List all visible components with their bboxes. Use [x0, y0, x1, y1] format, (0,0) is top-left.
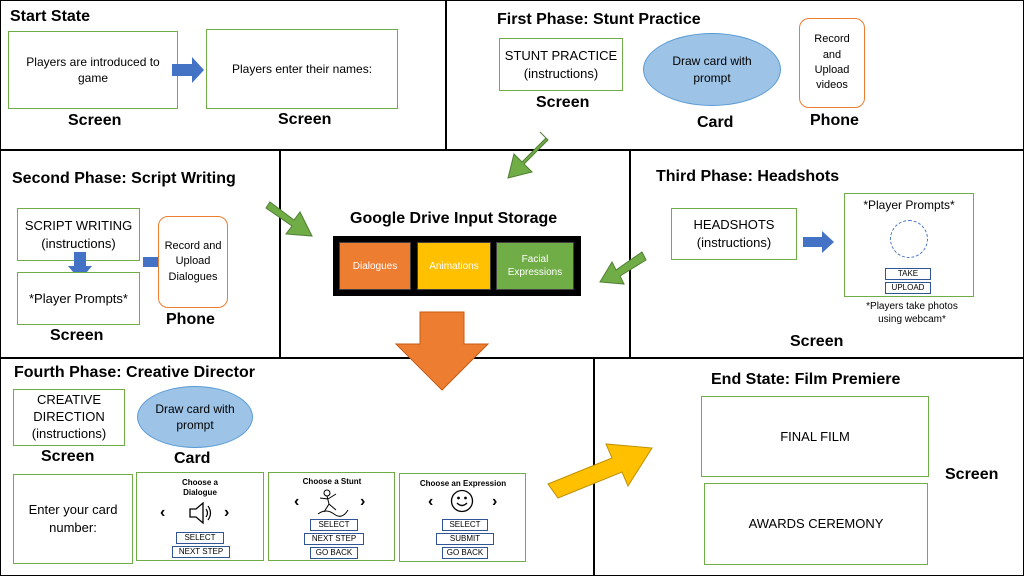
speaker-icon: [189, 501, 212, 525]
screen-label: Screen: [41, 448, 95, 465]
stunt-figure-icon: [317, 489, 349, 517]
headshots-instructions: HEADSHOTS (instructions): [671, 208, 797, 260]
go-back-button[interactable]: GO BACK: [310, 547, 358, 559]
orange-arrow-down-icon: [394, 311, 490, 391]
blue-arrow-icon: [803, 231, 834, 253]
choose-expression-panel: [399, 473, 526, 562]
choose-stunt-panel: [268, 472, 395, 561]
chevron-right-icon[interactable]: ›: [360, 493, 366, 510]
camera-frame-icon: [890, 220, 928, 258]
smiley-icon: [450, 489, 474, 513]
select-button[interactable]: SELECT: [310, 519, 358, 531]
next-step-button[interactable]: NEXT STEP: [172, 546, 230, 558]
phone-label: Phone: [166, 311, 215, 328]
choose-expression-title: Choose an Expression: [419, 479, 507, 488]
choose-dialogue-panel: [136, 472, 264, 561]
second-phase-title: Second Phase: Script Writing: [12, 170, 236, 187]
screen-label: Screen: [278, 111, 332, 128]
blue-arrow-icon: [172, 57, 204, 83]
first-phase-title: First Phase: Stunt Practice: [497, 11, 701, 28]
go-back-button[interactable]: GO BACK: [442, 547, 488, 559]
take-button[interactable]: TAKE: [885, 268, 931, 280]
end-state-title: End State: Film Premiere: [711, 371, 901, 388]
creative-direction-instructions: CREATIVE DIRECTION (instructions): [13, 389, 125, 446]
chevron-left-icon[interactable]: ‹: [294, 493, 300, 510]
player-prompts-box: *Player Prompts*: [17, 272, 140, 325]
webcam-note: *Players take photos using webcam*: [866, 301, 958, 325]
stunt-card: Draw card with prompt: [643, 33, 781, 106]
player-prompts-text: *Player Prompts*: [863, 198, 955, 212]
green-arrow-icon: [507, 131, 549, 179]
stunt-practice-instructions: STUNT PRACTICE (instructions): [499, 38, 623, 91]
green-arrow-icon: [265, 201, 313, 237]
facial-expressions-segment: Facial Expressions: [496, 242, 574, 290]
fourth-phase-title: Fourth Phase: Creative Director: [14, 364, 255, 381]
animations-segment: Animations: [417, 242, 491, 290]
choose-stunt-title: Choose a Stunt: [302, 477, 362, 486]
green-arrow-icon: [599, 251, 647, 285]
enter-names-box: Players enter their names:: [206, 29, 398, 109]
creative-card: Draw card with prompt: [137, 386, 253, 448]
screen-label: Screen: [536, 94, 590, 111]
second-phase-region: [0, 150, 280, 358]
headshot-screen-box: [844, 193, 974, 297]
phone-label: Phone: [810, 112, 859, 129]
final-film-box: FINAL FILM: [701, 396, 929, 477]
chevron-right-icon[interactable]: ›: [492, 493, 498, 510]
select-button[interactable]: SELECT: [442, 519, 488, 531]
third-phase-title: Third Phase: Headshots: [656, 168, 840, 185]
screen-label: Screen: [790, 333, 844, 350]
card-label: Card: [697, 114, 734, 131]
intro-box: Players are introduced to game: [8, 31, 178, 109]
card-label: Card: [174, 450, 211, 467]
storage-title: Google Drive Input Storage: [350, 210, 558, 227]
yellow-arrow-icon: [547, 443, 653, 499]
upload-button[interactable]: UPLOAD: [885, 282, 931, 294]
screen-label: Screen: [945, 466, 999, 483]
choose-dialogue-title: Choose a Dialogue: [181, 478, 218, 498]
submit-button[interactable]: SUBMIT: [436, 533, 494, 545]
chevron-right-icon[interactable]: ›: [224, 504, 230, 521]
start-state-region: [0, 0, 446, 150]
select-button[interactable]: SELECT: [176, 532, 224, 544]
record-dialogues-box: Record and Upload Dialogues: [158, 216, 228, 308]
chevron-left-icon[interactable]: ‹: [160, 504, 166, 521]
dialogues-segment: Dialogues: [339, 242, 411, 290]
enter-card-box: Enter your card number:: [13, 474, 133, 564]
chevron-left-icon[interactable]: ‹: [428, 493, 434, 510]
record-videos-box: Record and Upload videos: [799, 18, 865, 108]
screen-label: Screen: [68, 112, 122, 129]
next-step-button[interactable]: NEXT STEP: [304, 533, 364, 545]
start-state-title: Start State: [10, 8, 91, 25]
screen-label: Screen: [50, 327, 104, 344]
awards-ceremony-box: AWARDS CEREMONY: [704, 483, 928, 565]
